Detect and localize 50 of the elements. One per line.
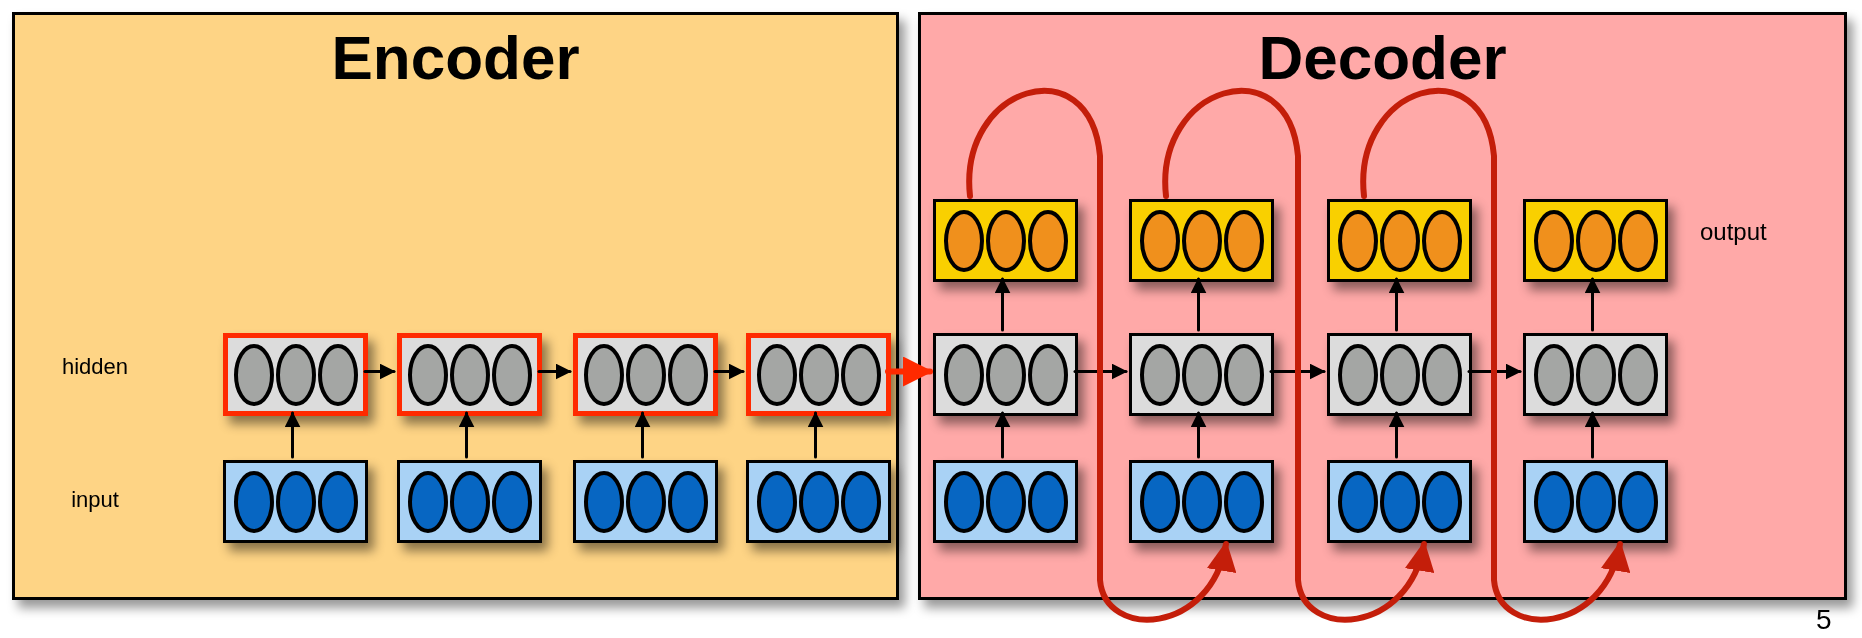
arrow: [284, 411, 301, 459]
arrow: [1269, 363, 1326, 380]
panel-title: Decoder: [1258, 27, 1507, 89]
arrow: [807, 411, 824, 459]
row-label: hidden: [60, 356, 130, 378]
arrow: [1073, 363, 1128, 380]
arrow: [1584, 277, 1601, 332]
arrow: [994, 411, 1011, 459]
arrow: [1388, 277, 1405, 332]
arrow: [1162, 87, 1432, 623]
layer-box: [1523, 199, 1668, 282]
layer-box: [397, 333, 542, 416]
layer-box: [397, 460, 542, 543]
arrow: [713, 363, 745, 380]
arrow: [994, 277, 1011, 332]
layer-box: [1523, 333, 1668, 416]
layer-box: [573, 460, 718, 543]
panel-title: Encoder: [331, 27, 580, 89]
arrow: [1388, 411, 1405, 459]
layer-box: [933, 333, 1078, 416]
arrow: [458, 411, 475, 459]
layer-box: [1327, 460, 1472, 543]
arrow: [1190, 277, 1207, 332]
arrow: [1190, 411, 1207, 459]
arrow: [1467, 363, 1522, 380]
row-label: input: [70, 489, 120, 511]
arrow: [1584, 411, 1601, 459]
layer-box: [1129, 333, 1274, 416]
layer-box: [223, 460, 368, 543]
page-number: 5: [1816, 606, 1832, 634]
layer-box: [746, 333, 891, 416]
arrow: [363, 363, 396, 380]
layer-box: [933, 460, 1078, 543]
layer-box: [1523, 460, 1668, 543]
layer-box: [573, 333, 718, 416]
layer-box: [1129, 199, 1274, 282]
panel: [918, 12, 1847, 600]
panel: [12, 12, 899, 600]
arrow: [966, 87, 1234, 623]
arrow: [634, 411, 651, 459]
layer-box: [933, 199, 1078, 282]
arrow: [885, 356, 933, 387]
layer-box: [746, 460, 891, 543]
layer-box: [1327, 199, 1472, 282]
layer-box: [1327, 333, 1472, 416]
row-label: output: [1700, 220, 1767, 244]
layer-box: [223, 333, 368, 416]
arrow: [537, 363, 572, 380]
arrow: [1360, 87, 1628, 623]
layer-box: [1129, 460, 1274, 543]
